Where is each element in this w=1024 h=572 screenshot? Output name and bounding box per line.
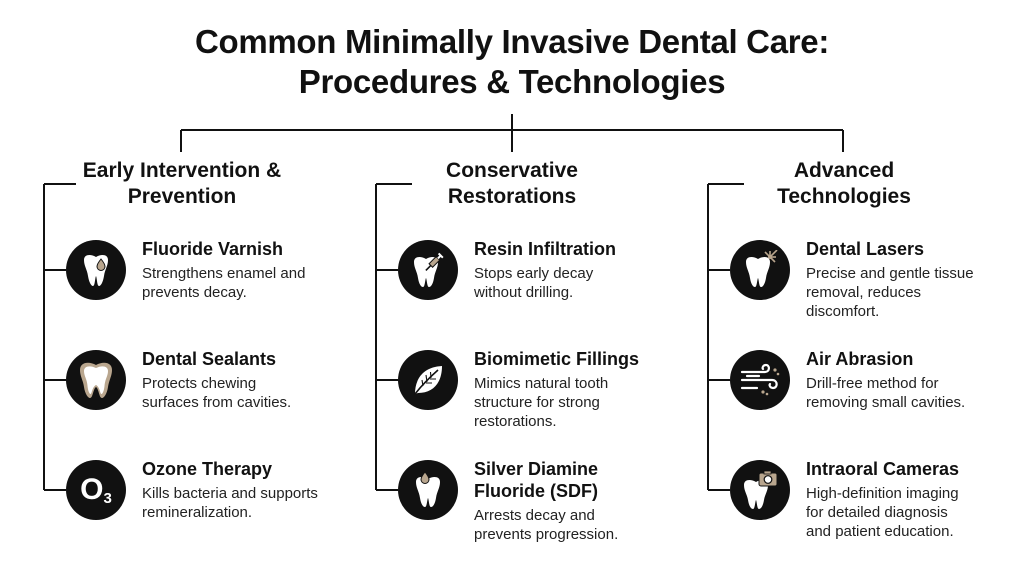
title-line-1: Common Minimally Invasive Dental Care: [194, 23, 830, 60]
o3-letter: O [80, 472, 104, 506]
desc-line: surfaces from cavities. [142, 394, 292, 411]
column-heading-conservative-restorations: Conservative Restorations [382, 158, 642, 210]
item-description: High-definition imaging for detailed dia… [806, 484, 1024, 541]
item-title: Silver Diamine Fluoride (SDF) [474, 458, 694, 502]
heading-line-1: Advanced [793, 159, 895, 182]
desc-line: without drilling. [474, 284, 574, 301]
desc-line: Stops early decay [474, 265, 594, 282]
desc-line: discomfort. [806, 303, 880, 320]
desc-line: and patient education. [806, 523, 954, 540]
item-description: Protects chewing surfaces from cavities. [142, 374, 362, 412]
title-line: Silver Diamine [474, 459, 599, 479]
o3-symbol: O3 [80, 472, 112, 507]
item-title: Ozone Therapy [142, 459, 273, 479]
item-description: Kills bacteria and supports remineraliza… [142, 484, 362, 522]
desc-line: High-definition imaging [806, 485, 959, 502]
heading-line-2: Prevention [127, 185, 237, 208]
desc-line: structure for strong [474, 394, 600, 411]
item-title: Air Abrasion [806, 349, 914, 369]
o3-subscript: 3 [103, 489, 112, 507]
desc-line: prevents progression. [474, 526, 619, 543]
heading-line-2: Restorations [447, 185, 577, 208]
desc-line: Mimics natural tooth [474, 375, 609, 392]
item-description: Mimics natural tooth structure for stron… [474, 374, 694, 431]
desc-line: Arrests decay and [474, 507, 595, 524]
page-title: Common Minimally Invasive Dental Care: P… [0, 22, 1024, 102]
item-title: Biomimetic Fillings [474, 349, 640, 369]
item-description: Strengthens enamel and prevents decay. [142, 264, 362, 302]
desc-line: remineralization. [142, 504, 253, 521]
desc-line: for detailed diagnosis [806, 504, 948, 521]
item-title: Dental Lasers [806, 239, 925, 259]
desc-line: Precise and gentle tissue [806, 265, 974, 282]
column-heading-advanced-technologies: Advanced Technologies [714, 158, 974, 210]
ozone-o3-icon: O3 [66, 460, 126, 520]
item-title: Fluoride Varnish [142, 239, 284, 259]
item-title: Dental Sealants [142, 349, 277, 369]
tooth-drop-icon [398, 460, 458, 520]
item-description: Drill-free method for removing small cav… [806, 374, 1024, 412]
tooth-camera-icon [730, 460, 790, 520]
column-heading-early-intervention: Early Intervention & Prevention [52, 158, 312, 210]
desc-line: prevents decay. [142, 284, 247, 301]
desc-line: Protects chewing [142, 375, 257, 392]
title-line-2: Procedures & Technologies [298, 63, 726, 100]
desc-line: removal, reduces [806, 284, 922, 301]
sealed-tooth-icon [66, 350, 126, 410]
item-description: Stops early decay without drilling. [474, 264, 694, 302]
desc-line: Strengthens enamel and [142, 265, 306, 282]
air-flow-icon [730, 350, 790, 410]
leaf-icon [398, 350, 458, 410]
heading-line-1: Conservative [446, 159, 578, 182]
desc-line: Kills bacteria and supports [142, 485, 318, 502]
tooth-syringe-icon [398, 240, 458, 300]
title-line: Fluoride (SDF) [474, 481, 598, 501]
heading-line-2: Technologies [777, 185, 911, 208]
item-title: Intraoral Cameras [806, 459, 960, 479]
tooth-drop-icon [66, 240, 126, 300]
item-description: Arrests decay and prevents progression. [474, 506, 694, 544]
heading-line-1: Early Intervention & [82, 159, 282, 182]
item-title: Resin Infiltration [474, 239, 617, 259]
desc-line: restorations. [474, 413, 557, 430]
item-description: Precise and gentle tissue removal, reduc… [806, 264, 1024, 321]
desc-line: Drill-free method for [806, 375, 939, 392]
desc-line: removing small cavities. [806, 394, 966, 411]
tooth-laser-icon [730, 240, 790, 300]
